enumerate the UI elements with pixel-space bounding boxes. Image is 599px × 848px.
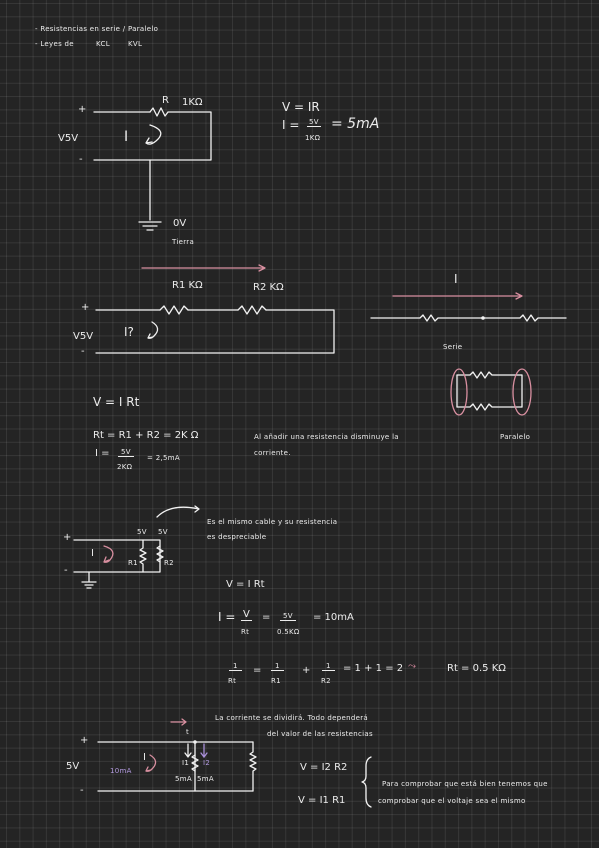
c3-equation-r-sum: = 1 + 1 = 2 bbox=[343, 663, 404, 674]
circuit-4-wires bbox=[97, 718, 372, 808]
c1-resistor-label: R bbox=[162, 95, 169, 106]
c3-equation-r-num1: 1 bbox=[229, 662, 242, 671]
c1-equation-i-left: I = bbox=[282, 118, 300, 132]
c2-r1-label: R1 KΩ bbox=[172, 280, 203, 291]
side-diagrams bbox=[370, 292, 567, 416]
c3-equation-i-left: I = bbox=[218, 610, 236, 624]
circuit-3-wires bbox=[73, 505, 200, 589]
c3-r1-label: R1 bbox=[128, 559, 138, 567]
c4-equation-1: V = I2 R2 bbox=[300, 762, 348, 773]
c3-equation-r-num2: 1 bbox=[271, 662, 284, 671]
c1-source-label: V5V bbox=[58, 133, 79, 144]
c2-note-line-2: corriente. bbox=[254, 449, 291, 457]
c4-ma-1: 5mA bbox=[175, 775, 192, 783]
c2-current-label: I? bbox=[124, 325, 134, 339]
c4-note-line-1: La corriente se dividirá. Todo dependerá bbox=[215, 714, 368, 722]
c3-note-line-2: es despreciable bbox=[207, 533, 267, 541]
c3-equation-r-eq: = bbox=[253, 665, 262, 676]
c1-equation-i-den: 1KΩ bbox=[305, 134, 321, 142]
c1-plus: + bbox=[78, 104, 87, 115]
c2-note-line-1: Al añadir una resistencia disminuye la bbox=[254, 433, 399, 441]
c3-equation-r-den2: R1 bbox=[271, 677, 281, 685]
c1-ground-value: 0V bbox=[173, 218, 187, 229]
c4-current-total: 10mA bbox=[110, 767, 132, 775]
c4-current-label: I bbox=[143, 752, 146, 763]
c2-equation-i-result: = 2,5mA bbox=[147, 454, 180, 462]
c4-note-line-2: del valor de las resistencias bbox=[267, 730, 373, 738]
c2-equation-i-left: I = bbox=[95, 448, 110, 459]
c3-plus: + bbox=[63, 532, 72, 543]
side-serie-label: Serie bbox=[443, 343, 463, 351]
header-kvl: KVL bbox=[128, 40, 143, 48]
c2-equation-v: V = I Rt bbox=[93, 395, 140, 409]
c3-equation-i-result: = 10mA bbox=[313, 612, 354, 623]
c3-equation-i-den: Rt bbox=[241, 628, 250, 636]
c1-ground-label: Tierra bbox=[172, 238, 195, 246]
c4-plus: + bbox=[80, 735, 89, 746]
header-line-2: - Leyes de bbox=[35, 40, 74, 48]
circuit-2-wires bbox=[95, 264, 335, 354]
c3-voltage-1: 5V bbox=[137, 528, 147, 536]
circuit-1-wires bbox=[93, 107, 212, 231]
c1-minus: - bbox=[79, 154, 83, 165]
c1-equation-i-num: 5V bbox=[307, 118, 321, 127]
c3-equation-r-den3: R2 bbox=[321, 677, 331, 685]
c3-equation-r-num3: 1 bbox=[322, 662, 335, 671]
c2-equation-rt: Rt = R1 + R2 = 2K Ω bbox=[93, 430, 199, 441]
c3-equation-i-eq: = bbox=[262, 612, 271, 623]
c3-equation-i-num: V bbox=[241, 609, 252, 621]
c3-arrow-icon: ⤳ bbox=[408, 661, 416, 672]
c2-r2-label: R2 KΩ bbox=[253, 282, 284, 293]
c4-ma-2: 5mA bbox=[197, 775, 214, 783]
c3-equation-r-result: Rt = 0.5 KΩ bbox=[447, 663, 506, 674]
c3-equation-r-plus: + bbox=[302, 665, 311, 676]
c3-note-line-1: Es el mismo cable y su resistencia bbox=[207, 518, 338, 526]
c2-plus: + bbox=[81, 302, 90, 313]
c1-equation-ohm: V = IR bbox=[282, 100, 320, 114]
c4-brace-note-line-2: comprobar que el voltaje sea el mismo bbox=[378, 797, 526, 805]
c2-equation-i-num: 5V bbox=[118, 448, 134, 457]
c2-equation-i-den: 2KΩ bbox=[117, 463, 133, 471]
c1-equation-i-result: = 5mA bbox=[331, 116, 380, 132]
side-paralelo-label: Paralelo bbox=[500, 433, 531, 441]
c3-voltage-2: 5V bbox=[158, 528, 168, 536]
c4-brace-note-line-1: Para comprobar que está bien tenemos que bbox=[382, 780, 548, 788]
c3-current-label: I bbox=[91, 548, 94, 559]
c4-minus: - bbox=[80, 785, 84, 796]
c4-equation-2: V = I1 R1 bbox=[298, 795, 346, 806]
c1-current-label: I bbox=[124, 129, 129, 145]
header-kcl: KCL bbox=[96, 40, 110, 48]
c4-node-label: t bbox=[186, 728, 190, 736]
c2-minus: - bbox=[81, 346, 85, 357]
c2-source-label: V5V bbox=[73, 331, 94, 342]
header-line-1: - Resistencias en serie / Paralelo bbox=[35, 25, 159, 33]
c3-equation-i-den2: 0.5KΩ bbox=[277, 628, 300, 636]
c4-i2-label: I2 bbox=[203, 759, 211, 767]
c3-equation-v: V = I Rt bbox=[226, 579, 265, 590]
c3-r2-label: R2 bbox=[164, 559, 174, 567]
c3-equation-r-den1: Rt bbox=[228, 677, 237, 685]
c4-i1-label: I1 bbox=[182, 759, 190, 767]
c3-equation-i-num2: 5V bbox=[280, 612, 296, 621]
c3-minus: - bbox=[64, 565, 68, 576]
c1-resistor-value: 1KΩ bbox=[182, 97, 203, 108]
side-current-label: I bbox=[454, 272, 458, 286]
c4-source-label: 5V bbox=[66, 761, 80, 772]
